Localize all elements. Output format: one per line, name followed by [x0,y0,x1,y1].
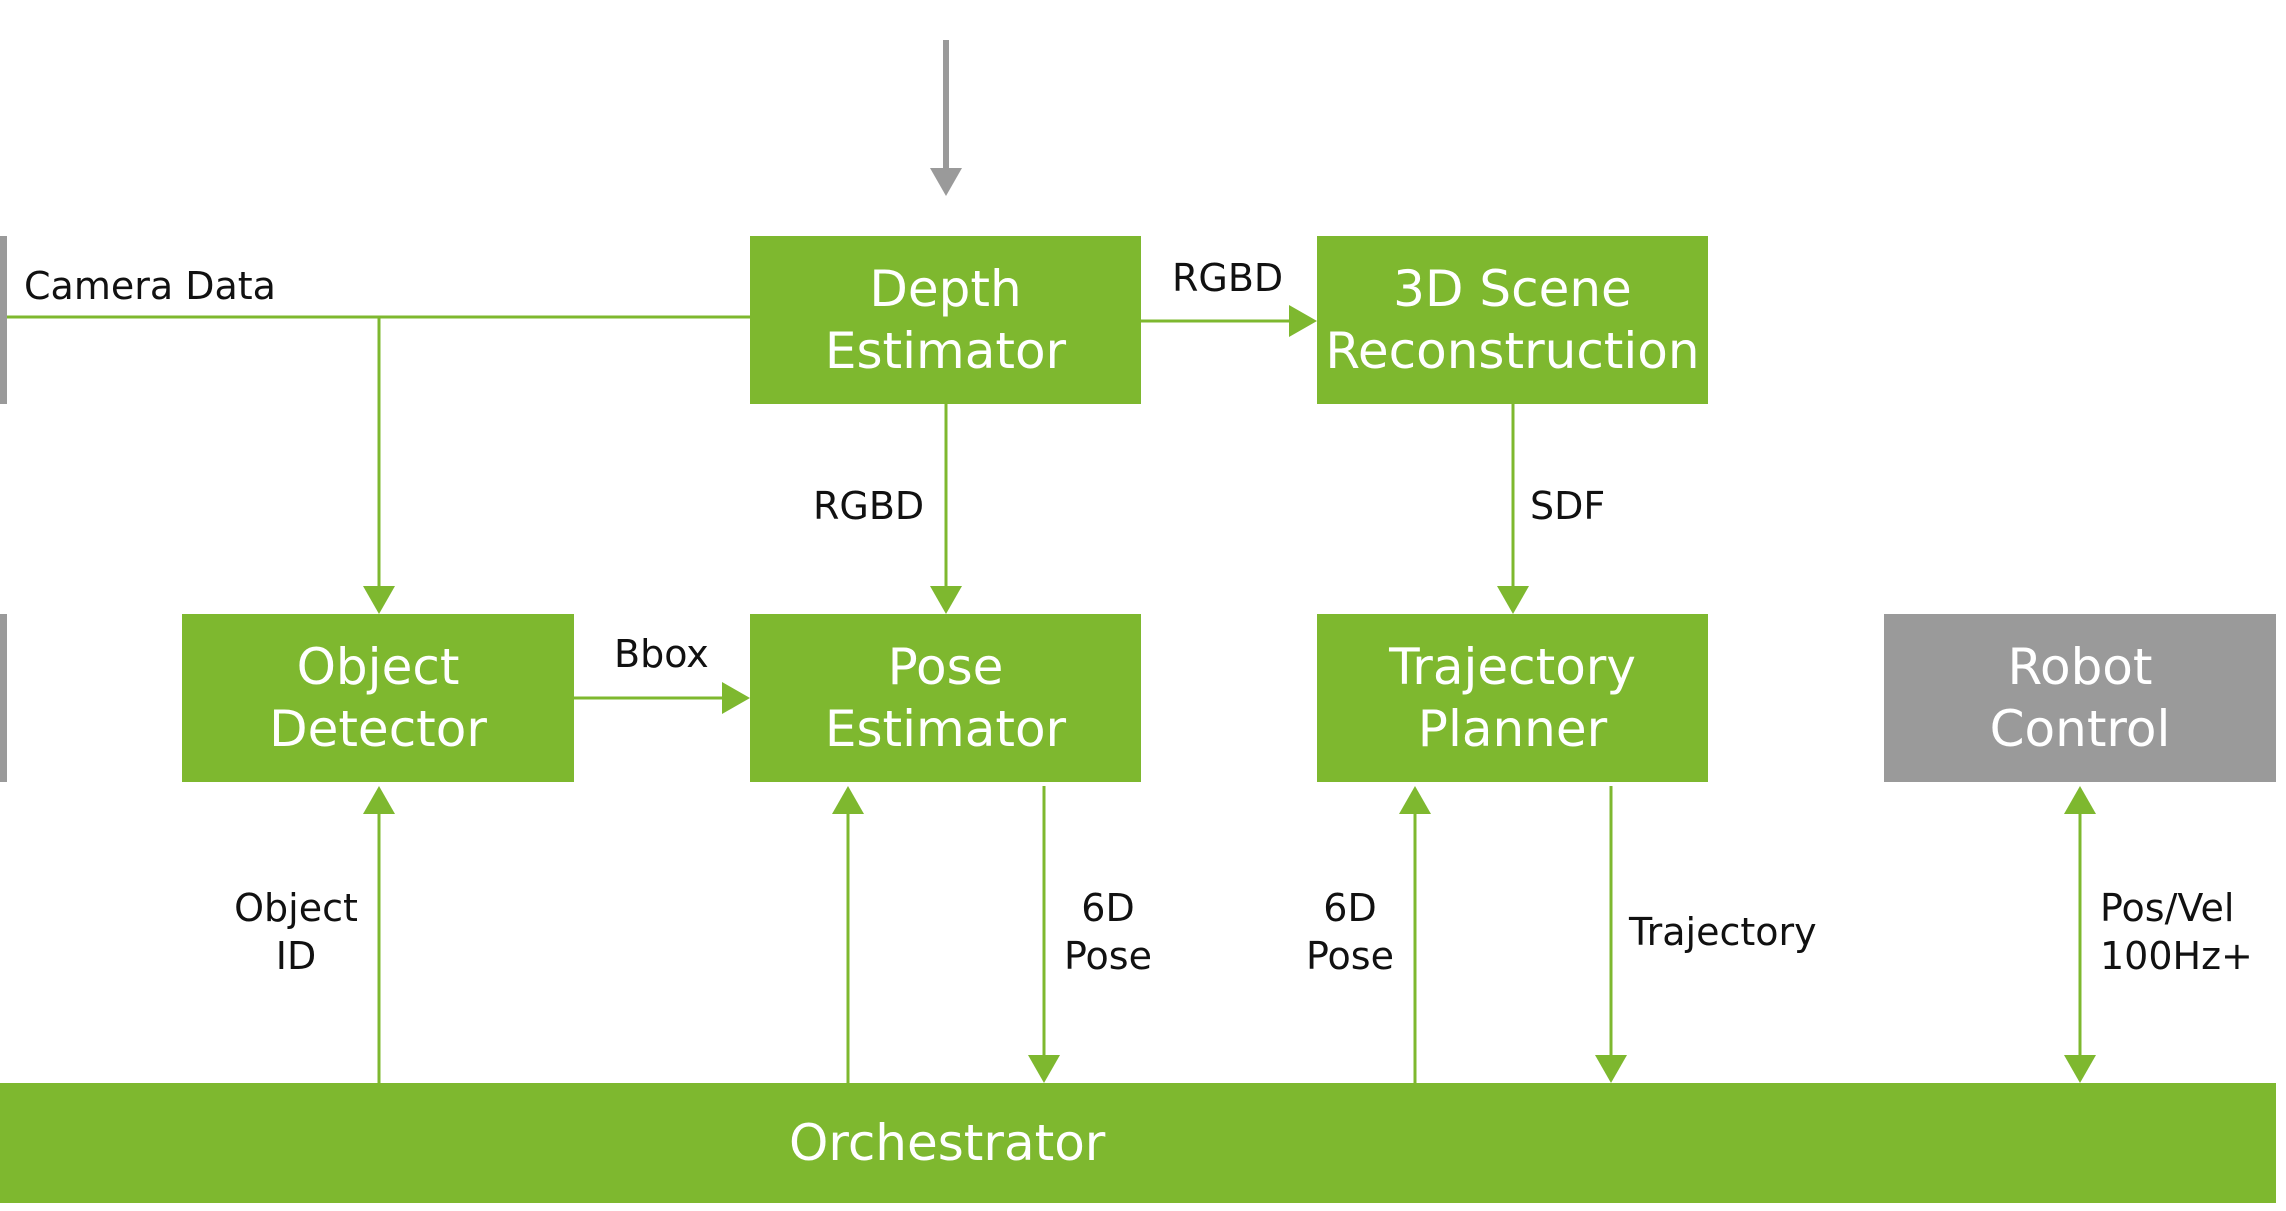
robot-orchestrator-up-arrowhead [2064,786,2096,814]
object-detector-box[interactable]: Object Detector [182,614,574,782]
pose-estimator-line1: Pose [887,638,1004,696]
depth-to-scene-arrowhead [1289,305,1317,337]
robot-orchestrator-down-arrowhead [2064,1055,2096,1083]
planner-to-orchestrator-arrowhead [1595,1055,1627,1083]
detector-to-pose-arrowhead [722,682,750,714]
object-id-label: Object ID [226,884,366,980]
orchestrator-to-detector-arrowhead [363,786,395,814]
orchestrator-to-planner-arrowhead [1399,786,1431,814]
bbox-label: Bbox [614,632,709,676]
pose-to-orchestrator-arrowhead [1028,1055,1060,1083]
pos-vel-label: Pos/Vel 100Hz+ [2100,884,2253,980]
depth-to-pose-arrowhead [930,586,962,614]
pos-vel-line1: Pos/Vel [2100,886,2235,930]
orchestrator-to-pose-arrowhead [832,786,864,814]
sdf-label: SDF [1530,484,1606,528]
scene-reconstruction-line1: 3D Scene [1393,260,1632,318]
trajectory-planner-line2: Planner [1417,700,1608,758]
pos-vel-line2: 100Hz+ [2100,934,2253,978]
camera-source-edge [0,236,7,404]
pose-6d-in-line2: Pose [1306,934,1394,978]
pose-6d-out-line2: Pose [1064,934,1152,978]
scene-to-planner-arrowhead [1497,586,1529,614]
object-id-line2: ID [275,934,317,978]
orchestrator-bar[interactable]: Orchestrator [0,1083,2276,1203]
scene-reconstruction-line2: Reconstruction [1325,322,1700,380]
object-detector-line1: Object [296,638,460,696]
pose-6d-out-label: 6D Pose [1058,884,1158,980]
robot-control-box[interactable]: Robot Control [1884,614,2276,782]
left-source-edge [0,614,7,782]
depth-estimator-line2: Estimator [824,322,1067,380]
pose-estimator-box[interactable]: Pose Estimator [750,614,1141,782]
pose-6d-out-line1: 6D [1081,886,1135,930]
object-id-line1: Object [234,886,358,930]
trajectory-planner-line1: Trajectory [1389,638,1636,696]
object-detector-line2: Detector [269,700,487,758]
rgbd-depth-to-pose-label: RGBD [813,484,925,528]
camera-to-detector-arrowhead [363,586,395,614]
robot-control-line2: Control [1989,700,2171,758]
top-input-arrowhead [930,168,962,196]
trajectory-label: Trajectory [1629,910,1817,954]
trajectory-planner-box[interactable]: Trajectory Planner [1317,614,1708,782]
pose-6d-in-line1: 6D [1323,886,1377,930]
camera-data-label: Camera Data [24,264,276,308]
depth-estimator-box[interactable]: Depth Estimator [750,236,1141,404]
pose-estimator-line2: Estimator [824,700,1067,758]
depth-estimator-line1: Depth [869,260,1022,318]
orchestrator-label: Orchestrator [789,1114,1106,1172]
pose-6d-in-label: 6D Pose [1300,884,1400,980]
rgbd-depth-to-scene-label: RGBD [1172,256,1284,300]
scene-reconstruction-box[interactable]: 3D Scene Reconstruction [1317,236,1708,404]
robot-control-line1: Robot [2007,638,2153,696]
